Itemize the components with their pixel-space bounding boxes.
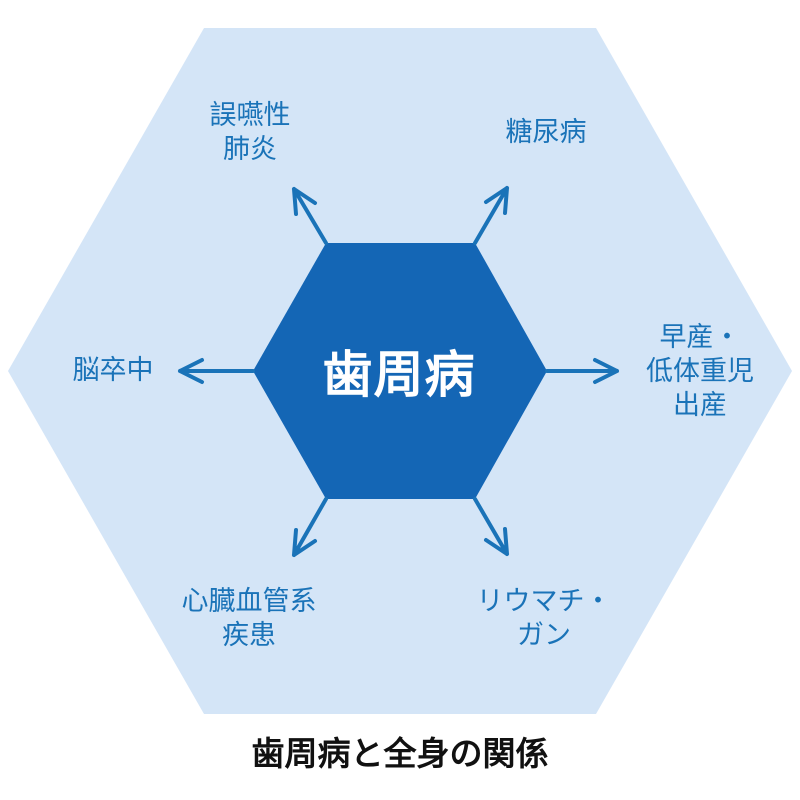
arrow-to-rheumatism-cancer [473,497,509,556]
outcome-line: 心臓血管系 [181,586,317,617]
outcome-line: 低体重児 [646,356,754,387]
outcome-aspiration-pneumonia: 誤嚥性 肺炎 [210,99,291,167]
outcome-line: 脳卒中 [72,355,154,386]
outcome-line: 出産 [673,390,727,421]
outcome-line: 早産・ [659,322,741,353]
arrow-to-preterm-birth [545,358,619,384]
arrow-to-aspiration-pneumonia [292,187,328,245]
outcome-cardiovascular: 心臓血管系 疾患 [182,585,317,653]
diagram-caption: 歯周病と全身の関係 [251,734,549,773]
outcome-rheumatism-cancer: リウマチ・ ガン [477,585,612,653]
arrow-group [178,186,619,557]
center-hexagon [253,243,547,499]
outcome-line: 誤嚥性 [209,100,291,131]
outcome-diabetes: 糖尿病 [506,116,587,150]
outcome-line: 疾患 [222,620,276,651]
outcome-stroke: 脳卒中 [73,354,154,388]
arrow-to-cardiovascular [292,497,328,557]
arrow-to-diabetes [473,186,509,245]
center-label: 歯周病 [322,346,476,404]
outcome-line: 肺炎 [223,134,277,165]
outcome-line: ガン [517,620,571,651]
arrow-to-stroke [178,358,255,384]
outcome-preterm-birth: 早産・ 低体重児 出産 [646,321,754,423]
outcome-line: 糖尿病 [505,117,587,148]
outcome-line: リウマチ・ [476,586,612,617]
